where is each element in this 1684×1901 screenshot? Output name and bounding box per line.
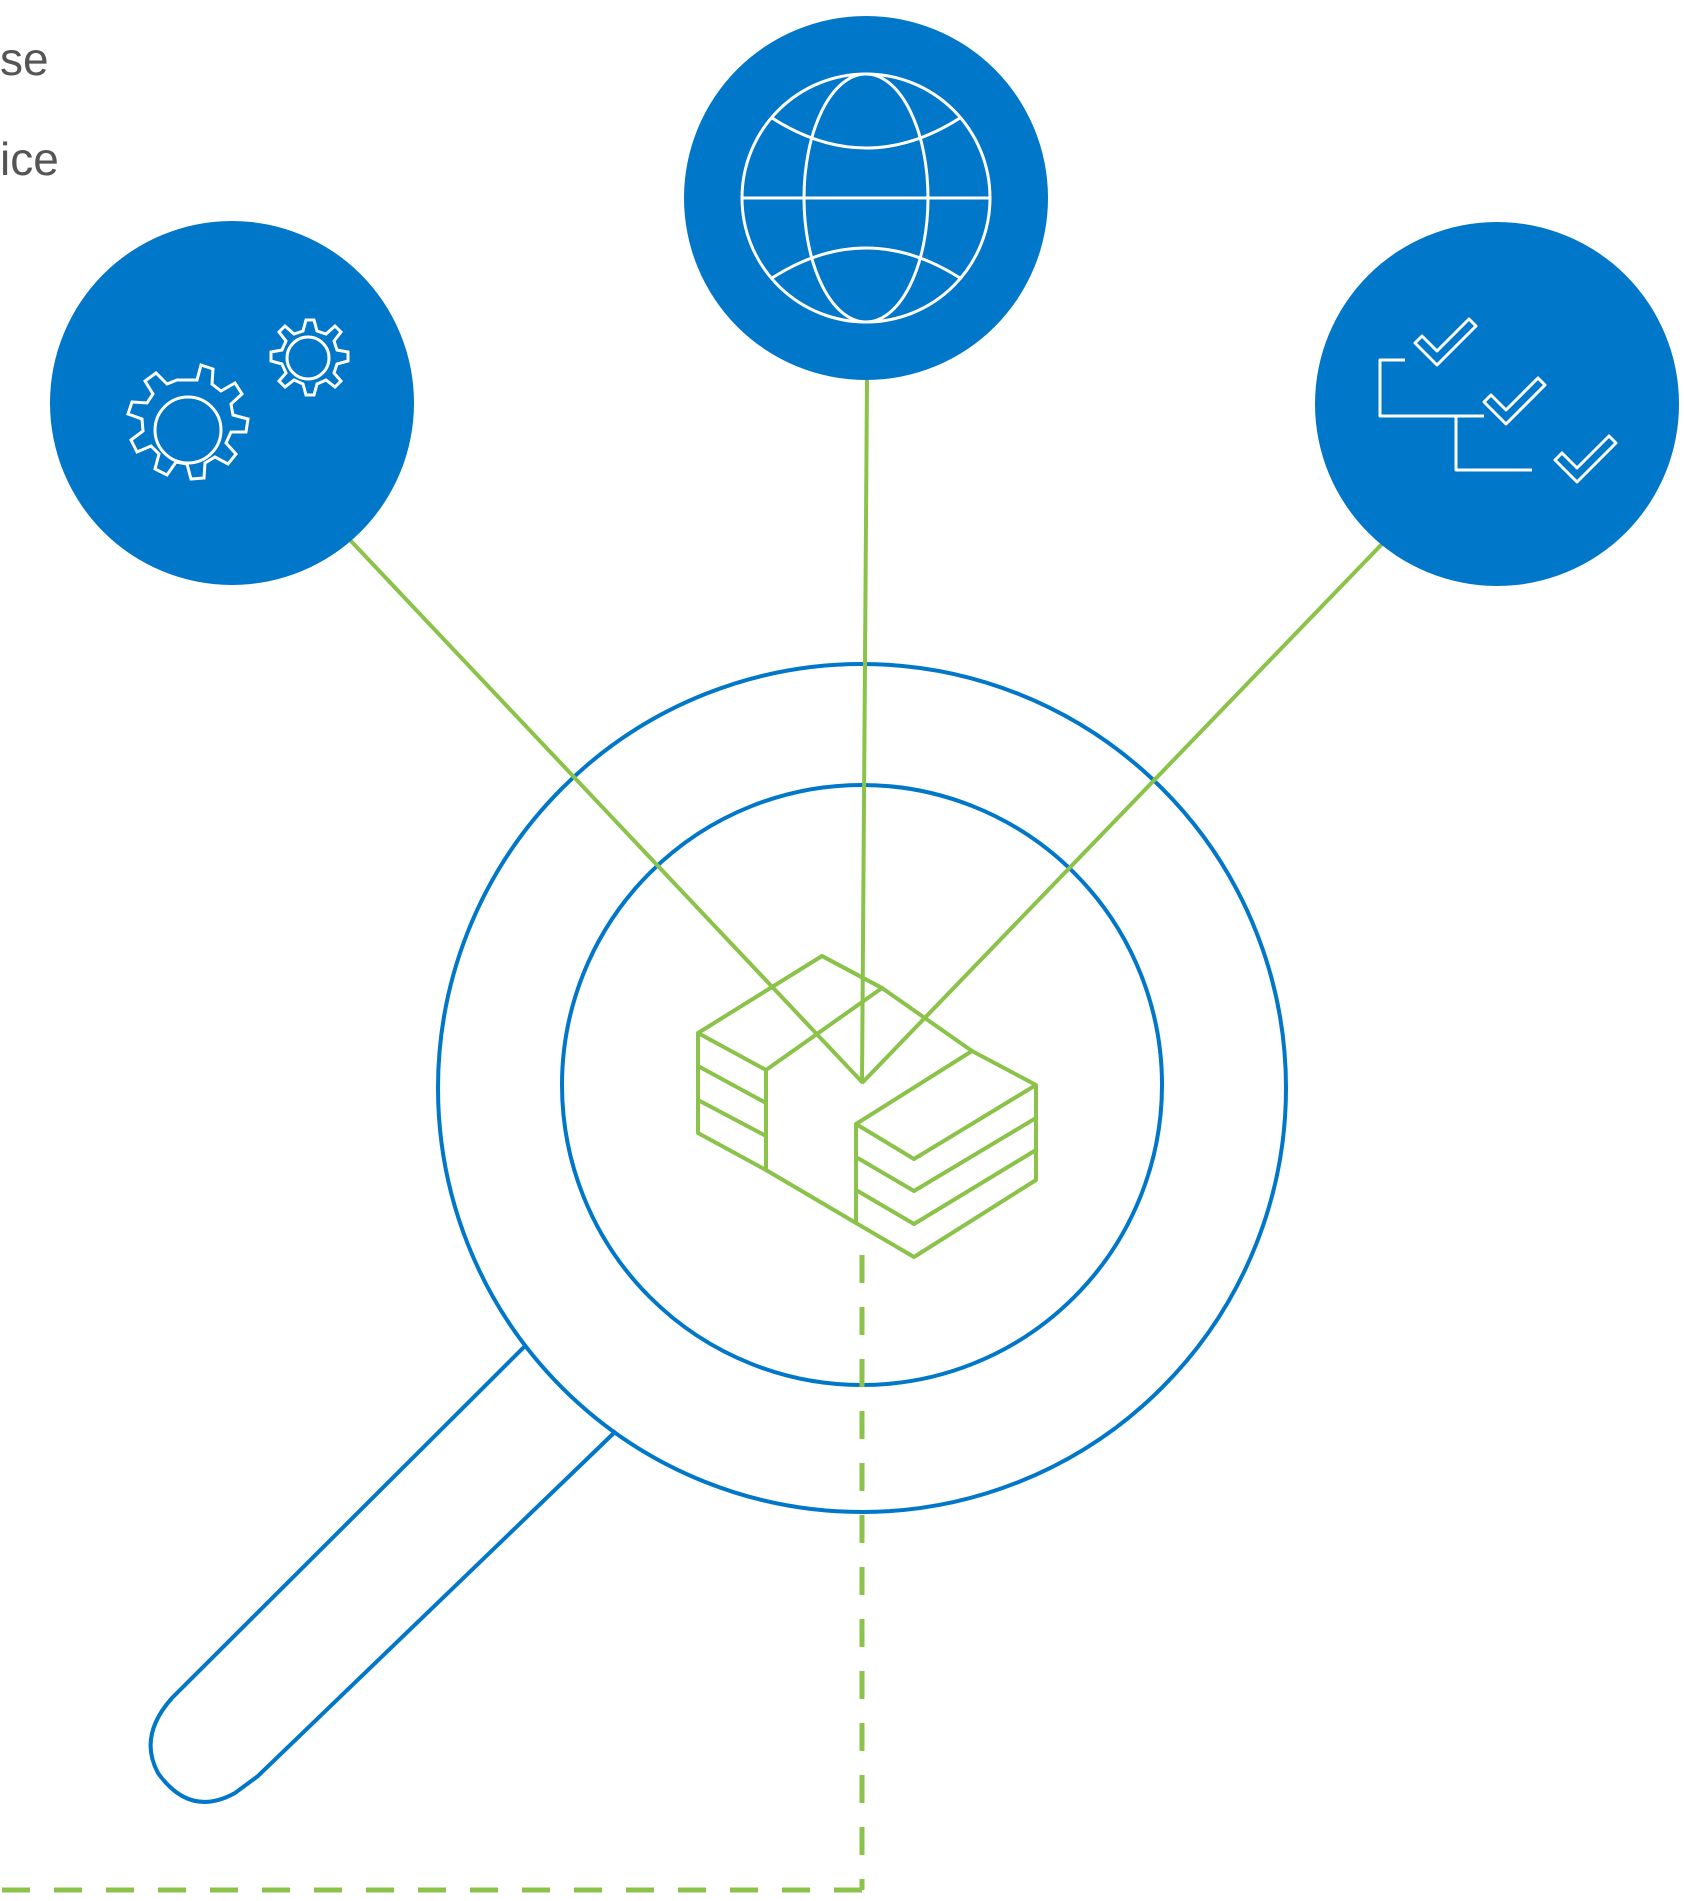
node-checklist-circle bbox=[1315, 222, 1679, 586]
partial-text-line-1: se bbox=[0, 33, 49, 85]
magnifier-handle bbox=[148, 1344, 618, 1804]
dashed-path bbox=[0, 1255, 865, 1893]
magnifier-outer-ring bbox=[436, 662, 1288, 1514]
node-checklist bbox=[1315, 222, 1679, 586]
partial-text-line-2: ice bbox=[0, 133, 59, 185]
magnifying-glass-icon bbox=[148, 662, 1288, 1804]
connector-globe bbox=[860, 379, 869, 1084]
gears-icon bbox=[126, 318, 350, 481]
node-globe bbox=[684, 16, 1048, 380]
connector-gears bbox=[348, 538, 865, 1085]
checklist-icon bbox=[1378, 317, 1618, 484]
money-stack-icon bbox=[696, 954, 1038, 1259]
globe-icon bbox=[740, 72, 992, 324]
node-gears bbox=[50, 221, 414, 585]
connector-lines bbox=[348, 379, 1384, 1085]
connector-checklist bbox=[860, 542, 1384, 1085]
